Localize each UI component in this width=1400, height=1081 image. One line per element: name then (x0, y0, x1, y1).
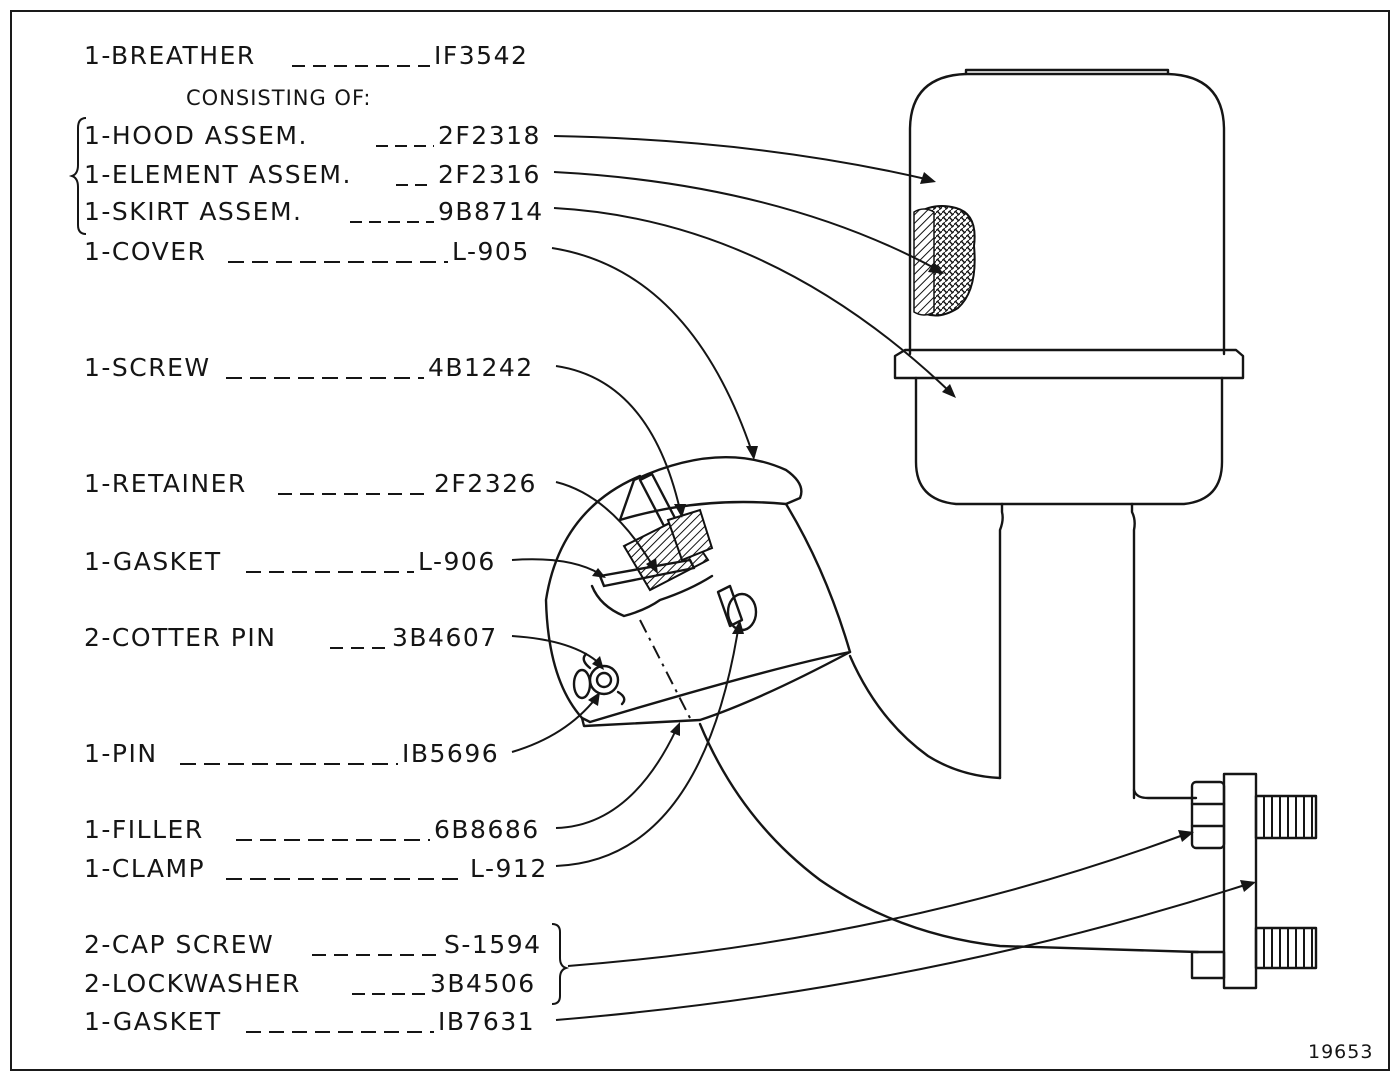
part-name-clamp: 1-CLAMP (84, 854, 205, 883)
leader-cover (551, 247, 753, 453)
breather-assembly (893, 68, 1245, 800)
part-no-hood-assem: 2F2318 (438, 121, 541, 150)
part-no-gasket-2: IB7631 (438, 1007, 535, 1036)
part-name-gasket: 1-GASKET (84, 547, 222, 576)
pin-hole (595, 671, 613, 689)
elbow-outer (698, 722, 1200, 954)
neck-left (998, 502, 1004, 780)
leader-lines (511, 135, 1256, 1021)
leader-skirt (553, 207, 951, 393)
arrowhead (732, 620, 744, 634)
part-name-filler: 1-FILLER (84, 815, 204, 844)
lower-stud-thread (1254, 926, 1318, 970)
part-no-clamp: L-912 (470, 854, 548, 883)
upper-stud-thread (1254, 794, 1318, 840)
cover-rim (580, 650, 852, 728)
centerline (639, 619, 691, 719)
leader-hood (553, 135, 931, 181)
part-name-element-assem: 1-ELEMENT ASSEM. (84, 160, 352, 189)
arrowhead (592, 568, 606, 578)
part-no-cap-screw: S-1594 (444, 930, 542, 959)
arrowhead (646, 558, 658, 574)
cap-screw-nut (1190, 780, 1226, 850)
leader-pin (511, 697, 597, 753)
leader-clamp (555, 629, 739, 867)
parts-list: 1-BREATHER IF3542 CONSISTING OF: 1-HOOD … (68, 41, 1373, 1063)
part-name-retainer: 1-RETAINER (84, 469, 247, 498)
part-no-breather: IF3542 (434, 41, 528, 70)
arrowhead (1178, 830, 1194, 842)
part-name-screw: 1-SCREW (84, 353, 211, 382)
leader-gasket-2 (555, 883, 1249, 1021)
arrowhead (1240, 880, 1256, 892)
cover-body (580, 502, 852, 724)
figure-number: 19653 (1308, 1041, 1373, 1063)
cap-screw-nut-lower (1190, 950, 1226, 980)
leader-retainer (555, 481, 655, 569)
consisting-of-label: CONSISTING OF: (186, 86, 372, 110)
part-name-lockwasher: 2-LOCKWASHER (84, 969, 301, 998)
part-no-cover: L-905 (452, 237, 530, 266)
leader-screw (555, 365, 681, 511)
arrowhead (592, 656, 604, 670)
leader-filler (555, 729, 677, 829)
gasket-strip (598, 558, 696, 588)
part-no-cotter-pin: 3B4607 (392, 623, 498, 652)
part-name-cap-screw: 2-CAP SCREW (84, 930, 274, 959)
group-brace (551, 923, 570, 1005)
group-brace (68, 117, 87, 235)
part-no-filler: 6B8686 (434, 815, 540, 844)
part-name-cover: 1-COVER (84, 237, 206, 266)
flange-plate (1222, 772, 1258, 990)
leader-gasket (511, 558, 601, 575)
part-no-pin: IB5696 (402, 739, 499, 768)
hood (908, 72, 1226, 356)
part-no-lockwasher: 3B4506 (430, 969, 536, 998)
part-no-retainer: 2F2326 (434, 469, 537, 498)
mounting-flange (1190, 772, 1318, 990)
filler-elbow (544, 456, 1200, 954)
hood-top-cap (964, 68, 1170, 76)
filler-neck-outline (544, 474, 642, 720)
leader-element (553, 171, 939, 271)
part-no-gasket: L-906 (418, 547, 496, 576)
clamp-slot (716, 584, 744, 628)
part-no-screw: 4B1242 (428, 353, 534, 382)
part-no-element-assem: 2F2316 (438, 160, 541, 189)
arrowhead (942, 384, 956, 398)
neck-right (1130, 502, 1198, 800)
pin-boss (572, 668, 592, 700)
skirt-flange (893, 348, 1245, 380)
part-name-cotter-pin: 2-COTTER PIN (84, 623, 276, 652)
part-no-skirt-assem: 9B8714 (438, 197, 544, 226)
clamp-boss (726, 592, 758, 632)
part-name-gasket-2: 1-GASKET (84, 1007, 222, 1036)
leader-cap-screw (567, 833, 1187, 967)
pin-ring (588, 664, 620, 696)
part-name-skirt-assem: 1-SKIRT ASSEM. (84, 197, 303, 226)
leader-cotter-pin (511, 635, 601, 665)
part-name-hood-assem: 1-HOOD ASSEM. (84, 121, 308, 150)
cotter-pin (582, 652, 626, 706)
arrowhead (670, 722, 680, 736)
arrowhead (746, 446, 758, 460)
screw-head-section (666, 508, 714, 562)
arrowhead (674, 504, 686, 518)
elbow-inner (848, 654, 1002, 780)
arrowhead (920, 172, 936, 184)
arrowhead (588, 692, 600, 706)
cover-cap (618, 456, 803, 522)
arrowhead (928, 262, 944, 274)
part-name-breather: 1-BREATHER (84, 41, 256, 70)
gasket-curl (590, 574, 714, 618)
part-name-pin: 1-PIN (84, 739, 158, 768)
skirt (914, 376, 1224, 506)
